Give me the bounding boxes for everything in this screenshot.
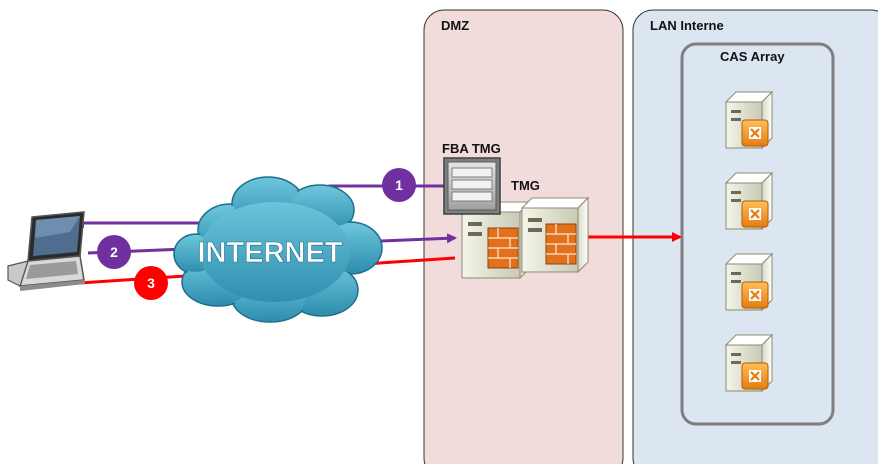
exchange-server-icon	[724, 90, 774, 150]
laptop-icon	[7, 211, 85, 291]
dmz-label: DMZ	[441, 18, 470, 33]
step-1-number: 1	[395, 177, 403, 193]
cas-array-box	[680, 42, 835, 426]
exchange-server-icon	[724, 171, 774, 231]
firewall-server-icon	[520, 196, 590, 274]
lan-label: LAN Interne	[650, 18, 724, 33]
cas-array-label: CAS Array	[720, 49, 785, 64]
fba-tmg-label: FBA TMG	[442, 141, 501, 156]
exchange-server-icon	[724, 252, 774, 312]
lan-zone	[632, 9, 878, 464]
step-2-number: 2	[110, 244, 118, 260]
step-3-number: 3	[147, 275, 155, 291]
tmg-label: TMG	[511, 178, 540, 193]
cloud-icon	[173, 176, 383, 323]
step-1-badge: 1	[382, 168, 416, 202]
step-2-badge: 2	[97, 235, 131, 269]
step-3-badge: 3	[134, 266, 168, 300]
exchange-server-icon	[724, 333, 774, 393]
internet-label: INTERNET	[198, 237, 343, 269]
fba-appliance-icon	[443, 157, 501, 215]
